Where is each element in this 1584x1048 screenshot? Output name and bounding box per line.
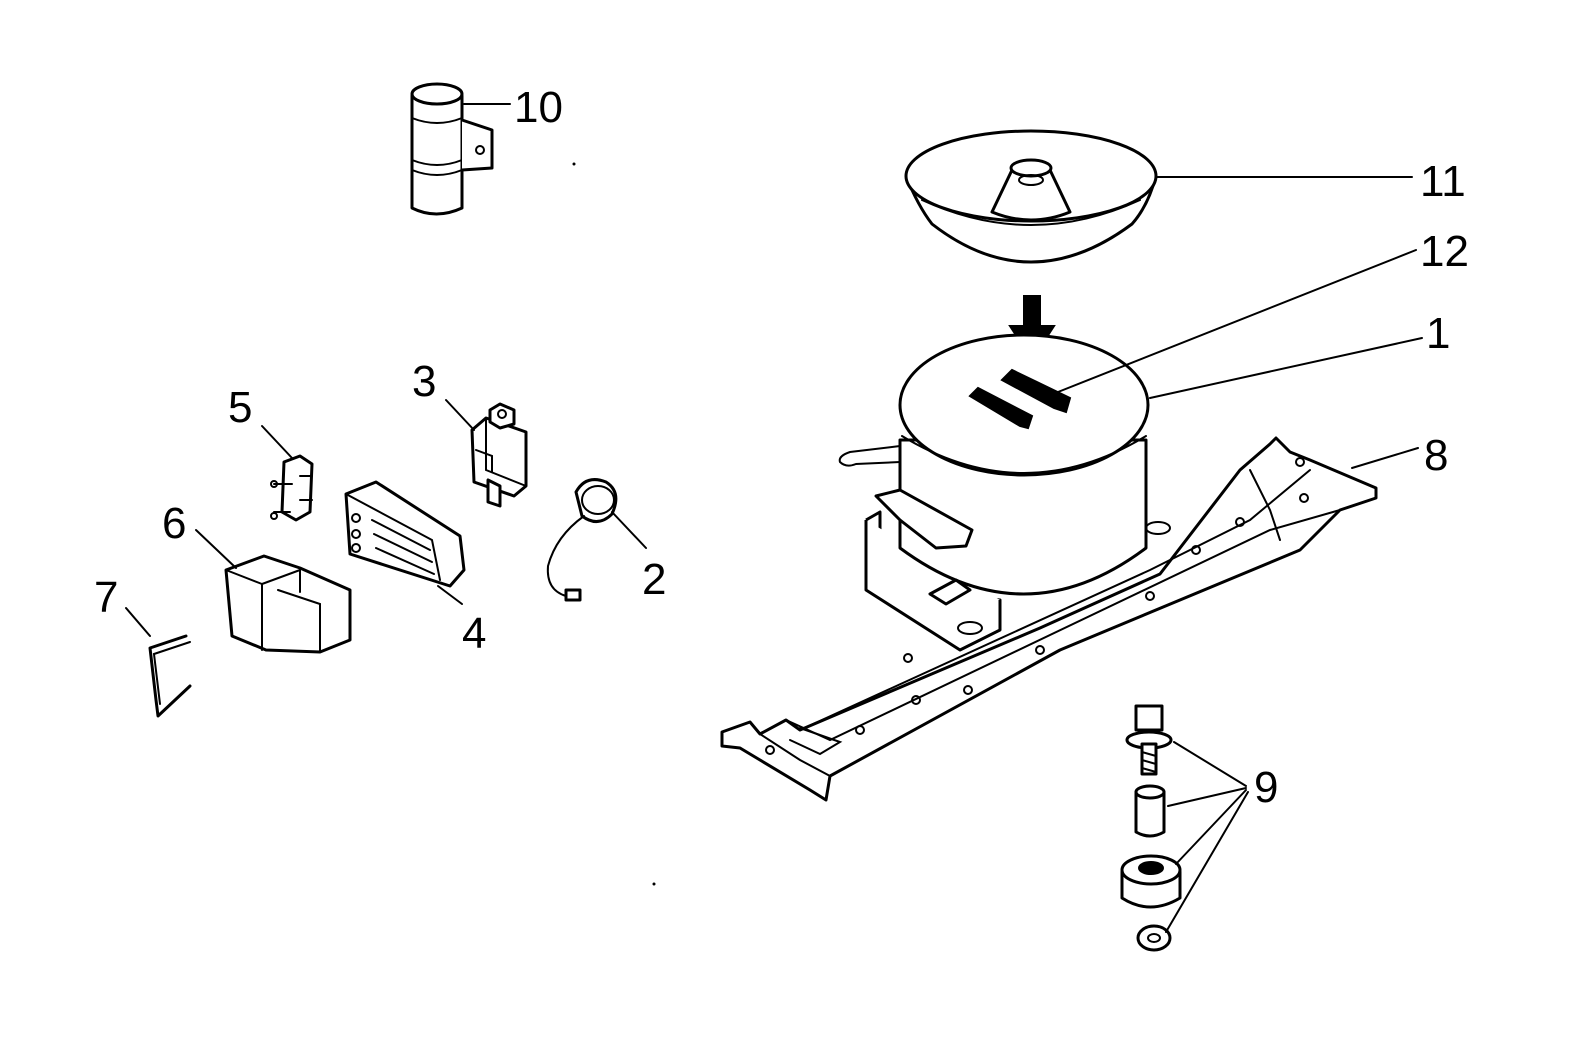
- callout-2: 2: [642, 555, 666, 604]
- callout-12: 12: [1420, 227, 1469, 276]
- capacitor-icon: [410, 82, 494, 216]
- callout-3: 3: [412, 357, 436, 406]
- leader-9: [1165, 741, 1249, 933]
- drip-tray-icon: [904, 129, 1158, 264]
- leader-12: [1057, 249, 1417, 393]
- leader-3: [445, 399, 475, 431]
- leader-4: [437, 585, 463, 605]
- clip-icon: [270, 454, 314, 522]
- callout-7: 7: [94, 573, 118, 622]
- leader-7: [125, 607, 151, 637]
- callout-5: 5: [228, 383, 252, 432]
- leader-2: [611, 511, 647, 549]
- callout-8: 8: [1424, 431, 1448, 480]
- relay-icon: [470, 402, 528, 508]
- leader-8: [1351, 447, 1419, 469]
- cover-icon: [224, 554, 352, 654]
- wire-clip-icon: [148, 634, 192, 718]
- callout-4: 4: [462, 609, 486, 658]
- scan-dot: [572, 162, 576, 166]
- pad-icon: [968, 368, 1072, 430]
- base-plate-icon: [720, 436, 1378, 802]
- leader-5: [261, 425, 293, 459]
- mounting-hardware-icon: [1120, 704, 1182, 952]
- overload-protector-icon: [546, 478, 618, 602]
- leader-1: [1149, 337, 1423, 399]
- callout-6: 6: [162, 499, 186, 548]
- compressor-icon: [838, 333, 1150, 652]
- callout-9: 9: [1254, 763, 1278, 812]
- callout-10: 10: [514, 83, 563, 132]
- terminal-cover-icon: [344, 480, 466, 588]
- leader-6: [195, 529, 237, 569]
- callout-1: 1: [1426, 309, 1450, 358]
- callout-11: 11: [1420, 157, 1466, 206]
- scan-dot: [652, 882, 656, 886]
